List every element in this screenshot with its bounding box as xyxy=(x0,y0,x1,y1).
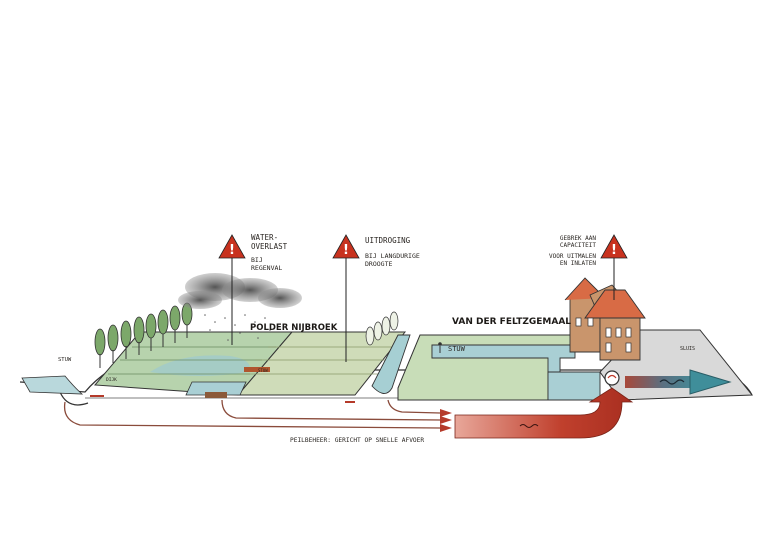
svg-text:!: ! xyxy=(229,243,235,258)
stuw-small-label: STUW xyxy=(258,368,268,373)
svg-text:!: ! xyxy=(343,243,349,258)
outflow-water xyxy=(625,376,700,388)
sluis-label: SLUIS xyxy=(680,346,695,352)
mid-ditch xyxy=(371,334,411,394)
right-field xyxy=(397,334,601,401)
main-red-flow xyxy=(454,387,634,439)
tree-row xyxy=(94,302,193,368)
dijk-label: DIJK xyxy=(106,377,117,383)
warning-1-text: WATER- OVERLAST BIJ REGENVAL xyxy=(251,233,288,272)
warning-3-text: GEBREK AAN CAPACITEIT VOOR UITMALEN EN I… xyxy=(549,235,596,267)
warning-1-line-1: WATER- xyxy=(251,233,278,242)
warning-3-sub-1: VOOR UITMALEN xyxy=(549,253,596,260)
bottom-flow-arrows xyxy=(63,395,452,432)
pump-icon xyxy=(604,370,620,386)
person-icon xyxy=(438,342,442,353)
warning-icon xyxy=(218,234,246,259)
polder-label: POLDER NIJBROEK xyxy=(250,323,338,333)
warning-sign-1: ! xyxy=(218,234,246,345)
tree-icon xyxy=(94,328,106,368)
tree-icon xyxy=(133,316,145,355)
warning-2-sub-2: DROOGTE xyxy=(365,260,392,268)
warning-2-text: UITDROGING BIJ LANGDURIGE DROOGTE xyxy=(365,236,420,268)
tree-icon xyxy=(145,313,157,351)
warning-3-line-2: CAPACITEIT xyxy=(560,242,597,249)
warning-sign-2: ! xyxy=(332,234,360,362)
polder-field xyxy=(93,331,407,398)
stuw-mid-label: STUW xyxy=(448,345,466,353)
warning-1-sub-1: BIJ xyxy=(251,256,263,264)
warning-3-sub-2: EN INLATEN xyxy=(560,260,597,267)
svg-text:!: ! xyxy=(611,243,617,258)
gemaal-label: VAN DER FELTZGEMAAL xyxy=(452,317,571,327)
gemaal-building xyxy=(564,277,646,361)
warning-icon xyxy=(600,234,628,259)
warning-2-line-1: UITDROGING xyxy=(365,236,411,245)
warning-sign-3: ! xyxy=(600,234,628,300)
warning-1-sub-2: REGENVAL xyxy=(251,264,282,272)
wave-icon xyxy=(659,379,685,385)
peilbeheer-label: PEILBEHEER: GERICHT OP SNELLE AFVOER xyxy=(290,437,424,444)
outflow-arrow xyxy=(689,369,732,395)
stuw-left-label: STUW xyxy=(58,357,72,363)
warning-3-line-1: GEBREK AAN xyxy=(560,235,597,242)
tree-icon xyxy=(169,305,181,343)
tree-icon xyxy=(120,320,132,359)
warning-2-sub-1: BIJ LANGDURIGE xyxy=(365,252,420,260)
warning-1-line-2: OVERLAST xyxy=(251,242,288,251)
tree-icon xyxy=(107,324,119,363)
pale-tree-row xyxy=(365,311,399,346)
left-ditch-water xyxy=(21,375,84,395)
cloud-icon xyxy=(178,273,302,341)
warning-icon xyxy=(332,234,360,259)
tree-icon xyxy=(157,309,169,347)
